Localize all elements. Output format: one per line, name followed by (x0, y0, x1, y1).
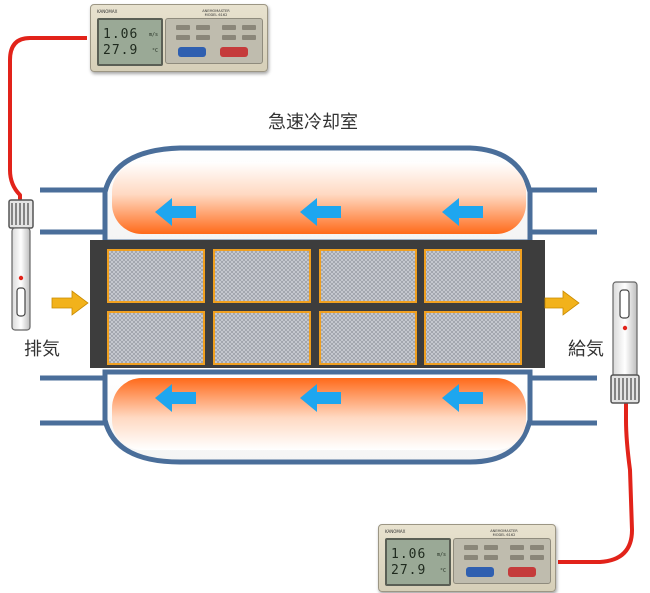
flow-arrow-icon (442, 198, 483, 226)
meter-key (484, 555, 498, 560)
meter-keypad (453, 538, 551, 584)
flow-arrow-icon (155, 198, 196, 226)
anemometer-unit-bottom: KANOMAX ANEMOMASTER MODEL 6162 1.06 m/s … (378, 524, 556, 592)
supply-label: 給気 (568, 339, 604, 360)
anemometer-probe-left (8, 199, 34, 331)
meter-reading-velocity: 1.06 (391, 547, 427, 562)
heat-zone-bottom (112, 378, 526, 450)
flow-arrows-bottom (155, 384, 483, 412)
flow-arrows-top (155, 198, 483, 226)
meter-blue-button (178, 47, 206, 57)
meter-key (176, 35, 190, 40)
meter-red-button (220, 47, 248, 57)
meter-keypad (165, 18, 263, 64)
meter-key (196, 35, 210, 40)
meter-reading-temperature: 27.9 (391, 563, 427, 578)
duct-left-opening (40, 383, 102, 420)
meter-unit-temperature: °C (151, 48, 158, 54)
exchanger-panel (319, 311, 417, 365)
meter-red-button (508, 567, 536, 577)
probe-cable-right (558, 400, 634, 564)
meter-key (464, 545, 478, 550)
meter-model: ANEMOMASTER MODEL 6162 (202, 9, 230, 17)
exchanger-panel (213, 311, 311, 365)
flow-arrow-icon (155, 384, 196, 412)
flow-arrow-icon (442, 384, 483, 412)
duct-right (528, 187, 597, 426)
meter-blue-button (466, 567, 494, 577)
meter-display: 1.06 m/s 27.9 °C (385, 538, 451, 586)
anemometer-unit-top: KANOMAX ANEMOMASTER MODEL 6162 1.06 m/s … (90, 4, 268, 72)
meter-model: ANEMOMASTER MODEL 6162 (490, 529, 518, 537)
probe-cable-left (8, 36, 87, 205)
flow-arrow-icon (300, 384, 341, 412)
meter-key (222, 35, 236, 40)
meter-key (242, 35, 256, 40)
meter-reading-velocity: 1.06 (103, 27, 139, 42)
chamber-title: 急速冷却室 (268, 112, 358, 133)
meter-key (222, 25, 236, 30)
meter-key (530, 555, 544, 560)
heat-exchanger-panels (107, 249, 522, 365)
meter-unit-velocity: m/s (148, 32, 158, 38)
meter-reading-temperature: 27.9 (103, 43, 139, 58)
exchanger-panel (107, 311, 205, 365)
meter-brand: KANOMAX (97, 9, 118, 14)
anemometer-probe-right (610, 281, 640, 404)
meter-key (510, 555, 524, 560)
meter-brand: KANOMAX (385, 529, 406, 534)
heat-zone-top (112, 162, 526, 234)
meter-key (530, 545, 544, 550)
exhaust-arrow-icon (51, 290, 89, 316)
meter-key (510, 545, 524, 550)
exchanger-panel (107, 249, 205, 303)
meter-display: 1.06 m/s 27.9 °C (97, 18, 163, 66)
meter-key (242, 25, 256, 30)
exchanger-panel (319, 249, 417, 303)
duct-left (40, 187, 107, 426)
exchanger-panel (213, 249, 311, 303)
exchanger-panel (424, 311, 522, 365)
flow-arrow-icon (300, 198, 341, 226)
supply-arrow-icon (544, 290, 580, 316)
meter-key (464, 555, 478, 560)
meter-key (196, 25, 210, 30)
meter-key (176, 25, 190, 30)
meter-key (484, 545, 498, 550)
exchanger-panel (424, 249, 522, 303)
meter-unit-velocity: m/s (436, 552, 446, 558)
exhaust-label: 排気 (24, 339, 60, 360)
meter-unit-temperature: °C (439, 568, 446, 574)
